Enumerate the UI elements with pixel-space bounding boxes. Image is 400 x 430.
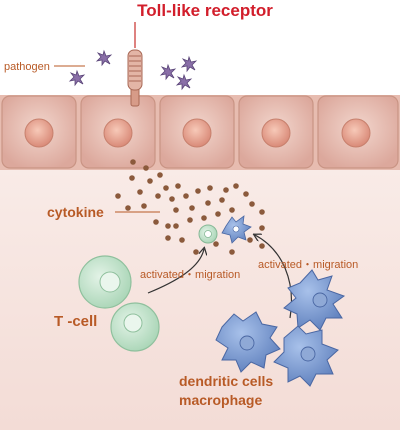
cytokine-dot [175, 183, 181, 189]
tcell-migration-arrow [147, 249, 204, 294]
cytokine-dot [249, 201, 255, 207]
cytokine-dot [223, 187, 229, 193]
cytokine-dot [205, 200, 211, 206]
cytokine-label: cytokine [47, 204, 104, 220]
epithelial-layer [0, 95, 400, 170]
dendritic-cell [283, 269, 346, 331]
cytokine-dot [147, 178, 153, 184]
cytokine-dot [195, 188, 201, 194]
cytokine-dot [193, 249, 199, 255]
cytokine-cloud [115, 159, 265, 255]
cytokine-dot [187, 217, 193, 223]
t-cell [78, 255, 132, 309]
pathogen-particle [175, 73, 193, 91]
cytokine-dot [229, 207, 235, 213]
cytokine-dot [137, 189, 143, 195]
cytokine-dot [213, 241, 219, 247]
pathogen-particle [159, 63, 177, 81]
cytokine-dot [173, 223, 179, 229]
epithelial-cell [159, 95, 235, 169]
cytokine-dot [243, 191, 249, 197]
cytokine-dot [163, 185, 169, 191]
pathogen-particle [180, 55, 198, 73]
cytokine-dot [157, 172, 163, 178]
cytokine-dot [169, 196, 175, 202]
cytokine-dot [189, 205, 195, 211]
cytokine-dot [179, 237, 185, 243]
pathogen-particle [68, 69, 86, 87]
cytokine-dot [125, 205, 131, 211]
dendritic-cell [273, 325, 339, 387]
dendritic-activation-label: activated・migration [258, 259, 358, 271]
cytokine-dot [115, 193, 121, 199]
migrating-dendritic-cell [221, 215, 252, 244]
epithelial-cell [238, 95, 314, 169]
dendritic-cell [215, 311, 281, 373]
pathogen-particle [95, 49, 113, 67]
epithelial-cell [317, 95, 399, 169]
macrophage-label: macrophage [179, 392, 262, 408]
cytokine-dot [259, 243, 265, 249]
cytokine-dot [259, 225, 265, 231]
cytokine-dot [165, 235, 171, 241]
cytokine-dot [259, 209, 265, 215]
t-cell-label: T -cell [54, 313, 97, 330]
cytokine-dot [183, 193, 189, 199]
cytokine-dot [215, 211, 221, 217]
cytokine-dot [233, 183, 239, 189]
cytokine-dot [201, 215, 207, 221]
epithelial-cell [1, 95, 77, 169]
cytokine-dot [153, 219, 159, 225]
t-cell [110, 302, 160, 352]
cytokine-dot [155, 193, 161, 199]
tcell-activation-label: activated・migration [140, 269, 240, 281]
dendritic-cells-label: dendritic cells [179, 373, 273, 389]
diagram-title: Toll-like receptor [137, 1, 273, 20]
toll-like-receptor [127, 49, 143, 107]
cytokine-dot [247, 237, 253, 243]
pathogen-label: pathogen [4, 61, 50, 73]
migrating-t-cell [198, 224, 218, 244]
cytokine-dot [129, 175, 135, 181]
cytokine-dot [130, 159, 136, 165]
cytokine-dot [143, 165, 149, 171]
epithelial-cell [80, 95, 156, 169]
cytokine-dot [219, 197, 225, 203]
cytokine-dot [165, 223, 171, 229]
cytokine-dot [141, 203, 147, 209]
pathogen-group [68, 49, 198, 91]
cytokine-dot [229, 249, 235, 255]
cytokine-dot [173, 207, 179, 213]
cytokine-dot [207, 185, 213, 191]
